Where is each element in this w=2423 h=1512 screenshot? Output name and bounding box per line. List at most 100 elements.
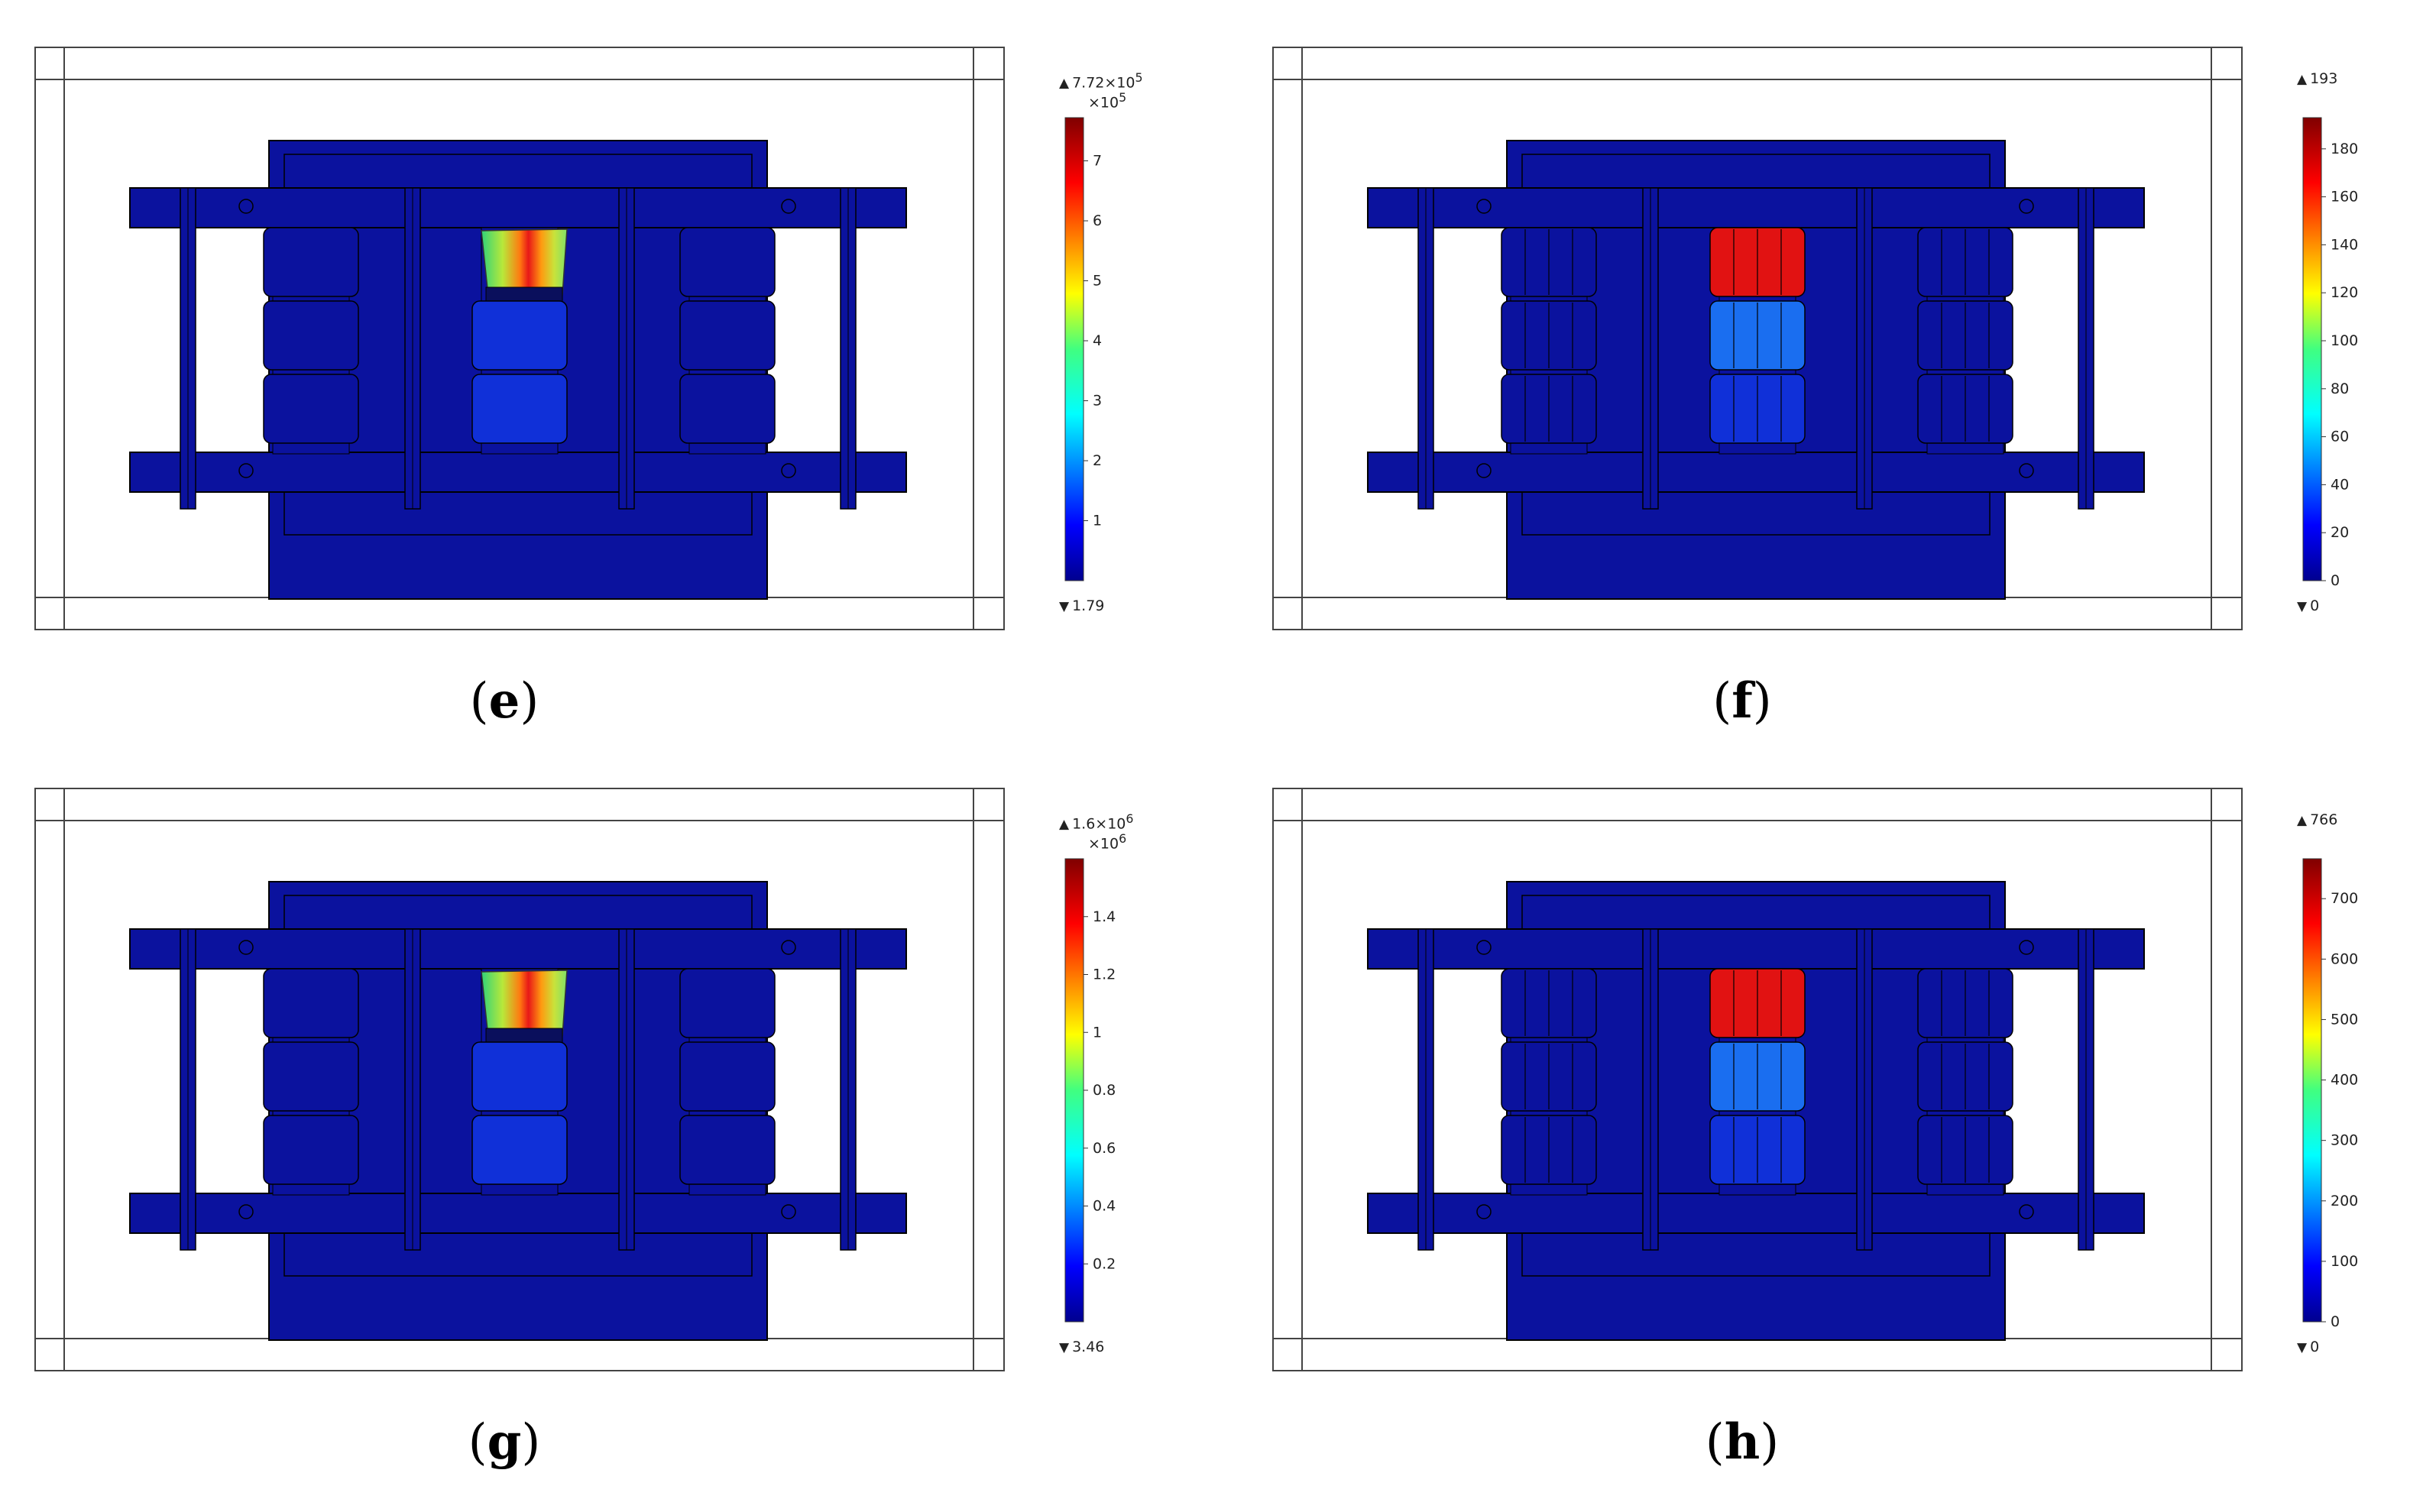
colorbar-tick-label: 6 [1093, 212, 1102, 229]
colorbar-tick-label: 1 [1093, 1024, 1102, 1041]
colorbar-max-label: ▲1.6×106 [1059, 811, 1134, 833]
disc [471, 1115, 568, 1185]
winding-disc [263, 227, 359, 297]
colorbar [2302, 117, 2322, 581]
upper-clamp-beam [129, 928, 907, 970]
disc [263, 968, 359, 1038]
bolt-hole [1476, 1204, 1492, 1219]
bolt-hole [1476, 463, 1492, 478]
winding-disc [1917, 1115, 2013, 1185]
winding-disc [679, 300, 776, 371]
bolt-hole [2019, 940, 2034, 955]
lower-clamp-beam [1367, 1193, 2145, 1234]
disc [263, 227, 359, 297]
bolt-hole [1476, 940, 1492, 955]
colorbar-tick-label: 120 [2331, 284, 2358, 301]
upper-clamp-beam [1367, 187, 2145, 228]
colorbar-tick-label: 40 [2331, 476, 2349, 493]
disc [679, 1115, 776, 1185]
winding-disc [679, 1115, 776, 1185]
disc [679, 374, 776, 444]
colorbar-tick-label: 300 [2331, 1132, 2358, 1149]
colorbar [2302, 858, 2322, 1323]
colorbar-max-label: ▲7.72×105 [1059, 70, 1143, 92]
winding-disc [471, 374, 568, 444]
transformer-model-g: 1.41.210.80.60.40.2 [34, 788, 1116, 1371]
winding-disc [1917, 1041, 2013, 1112]
winding-disc [1501, 1041, 1597, 1112]
colorbar-tick-label: 7 [1093, 153, 1102, 170]
colorbar-multiplier: ×106 [1088, 831, 1127, 853]
upper-clamp-beam [1367, 928, 2145, 970]
colorbar-tick-label: 1.4 [1093, 908, 1116, 925]
winding-disc [1501, 300, 1597, 371]
winding-disc [1501, 968, 1597, 1038]
disc-gap [485, 1028, 563, 1044]
bolt-hole [781, 199, 796, 214]
caption-f: (f) [1712, 672, 1772, 730]
colorbar-min-label: ▼0 [2297, 597, 2320, 614]
disc [471, 1041, 568, 1112]
disc [679, 968, 776, 1038]
winding-disc [1917, 968, 2013, 1038]
disc [679, 300, 776, 371]
colorbar-tick-label: 500 [2331, 1011, 2358, 1028]
bolt-hole [1476, 199, 1492, 214]
disc [263, 374, 359, 444]
colorbar-tick-label: 20 [2331, 524, 2349, 541]
disc [263, 300, 359, 371]
colorbar [1064, 858, 1084, 1323]
winding-disc [1501, 374, 1597, 444]
lower-clamp-beam [129, 452, 907, 493]
disc-gap [485, 287, 563, 303]
disc [263, 1041, 359, 1112]
colorbar-tick-label: 60 [2331, 429, 2349, 445]
hotspot-disc [481, 970, 568, 1037]
colorbar-tick-label: 160 [2331, 189, 2358, 206]
colorbar-tick-label: 5 [1093, 273, 1102, 290]
winding-disc [1709, 300, 1806, 371]
colorbar-tick-label: 700 [2331, 890, 2358, 907]
colorbar-tick-label: 200 [2331, 1193, 2358, 1209]
transformer-model-h: 700 600 500 400 300 200 100 0 [1272, 788, 2358, 1371]
bolt-hole [238, 463, 254, 478]
bolt-hole [781, 940, 796, 955]
winding-disc [1709, 968, 1806, 1038]
bolt-hole [2019, 199, 2034, 214]
winding-disc [471, 300, 568, 371]
colorbar-tick-label: 100 [2331, 332, 2358, 349]
winding-disc [263, 1041, 359, 1112]
winding-disc [1501, 227, 1597, 297]
winding-disc [679, 227, 776, 297]
upper-clamp-beam [129, 187, 907, 228]
colorbar-tick-label: 400 [2331, 1072, 2358, 1089]
colorbar-tick-label: 0.8 [1093, 1082, 1116, 1099]
winding-disc [1709, 374, 1806, 444]
winding-disc [679, 968, 776, 1038]
bolt-hole [238, 940, 254, 955]
bolt-hole [2019, 1204, 2034, 1219]
colorbar-min-label: ▼3.46 [1059, 1339, 1105, 1355]
disc [679, 227, 776, 297]
winding-disc [1709, 1041, 1806, 1112]
colorbar-tick-label: 100 [2331, 1253, 2358, 1270]
colorbar-min-label: ▼1.79 [1059, 597, 1105, 614]
winding-disc [481, 228, 568, 303]
caption-h: (h) [1705, 1413, 1780, 1471]
winding-disc [471, 1041, 568, 1112]
colorbar-tick-label: 600 [2331, 950, 2358, 967]
winding-disc [1917, 300, 2013, 371]
colorbar-tick-label: 4 [1093, 332, 1102, 349]
colorbar-tick-label: 1.2 [1093, 966, 1116, 983]
winding-disc [679, 1041, 776, 1112]
disc [679, 1041, 776, 1112]
winding-disc [1501, 1115, 1597, 1185]
colorbar-tick-label: 0.2 [1093, 1255, 1116, 1272]
colorbar-tick-label: 0 [2331, 1313, 2340, 1330]
bolt-hole [2019, 463, 2034, 478]
winding-disc [263, 968, 359, 1038]
